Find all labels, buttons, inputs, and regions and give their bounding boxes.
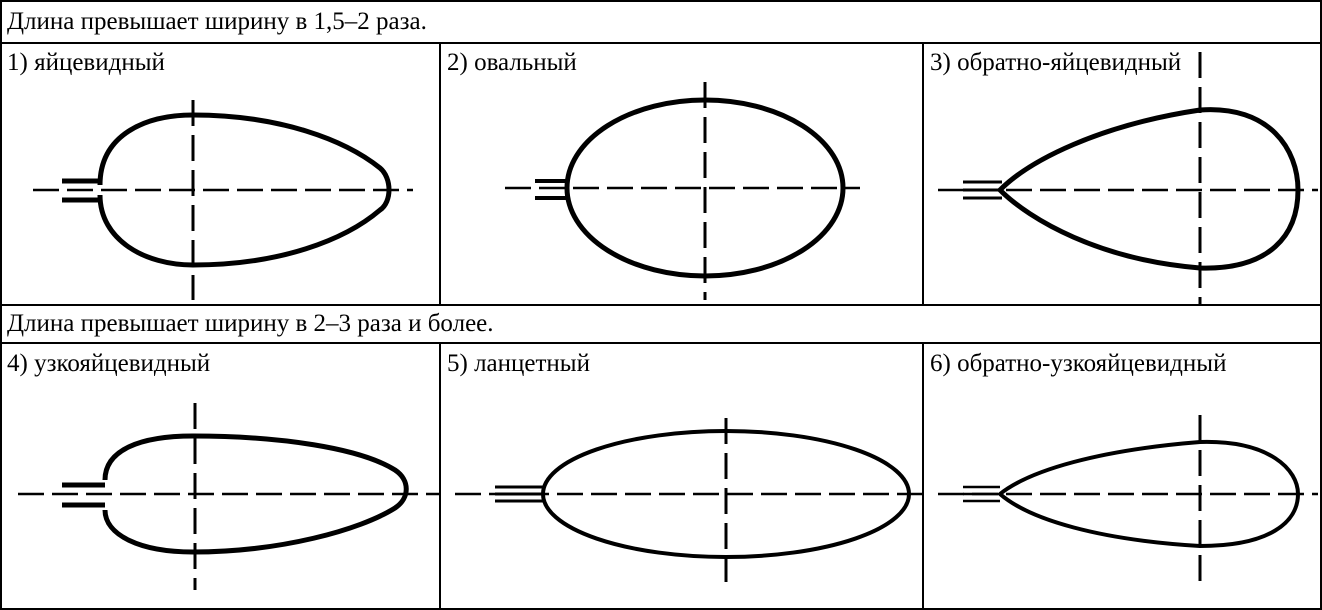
- cell-label-obovate: 3) обратно-яйцевидный: [930, 49, 1182, 76]
- row-1-header: Длина превышает ширину в 1,5–2 раза.: [7, 8, 427, 35]
- leaf-narrow-egg-figure: [18, 403, 440, 590]
- cell-label-oval: 2) овальный: [447, 49, 577, 76]
- leaf-narrow-obovate-figure: [938, 415, 1318, 582]
- leaf-obovate-figure: [938, 52, 1318, 305]
- row-2-header: Длина превышает ширину в 2–3 раза и боле…: [7, 310, 494, 337]
- leaf-egg-figure: [33, 100, 413, 300]
- leaf-oval-figure: [505, 82, 860, 300]
- leaf-lanceolate-figure: [455, 418, 922, 582]
- cell-label-lanceolate: 5) ланцетный: [447, 350, 590, 377]
- cell-label-narrow-egg: 4) узкояйцевидный: [7, 350, 211, 377]
- cell-label-egg: 1) яйцевидный: [7, 49, 165, 76]
- leaf-outline: [102, 433, 409, 555]
- cell-label-narrow-obovate: 6) обратно-узкояйцевидный: [930, 350, 1227, 377]
